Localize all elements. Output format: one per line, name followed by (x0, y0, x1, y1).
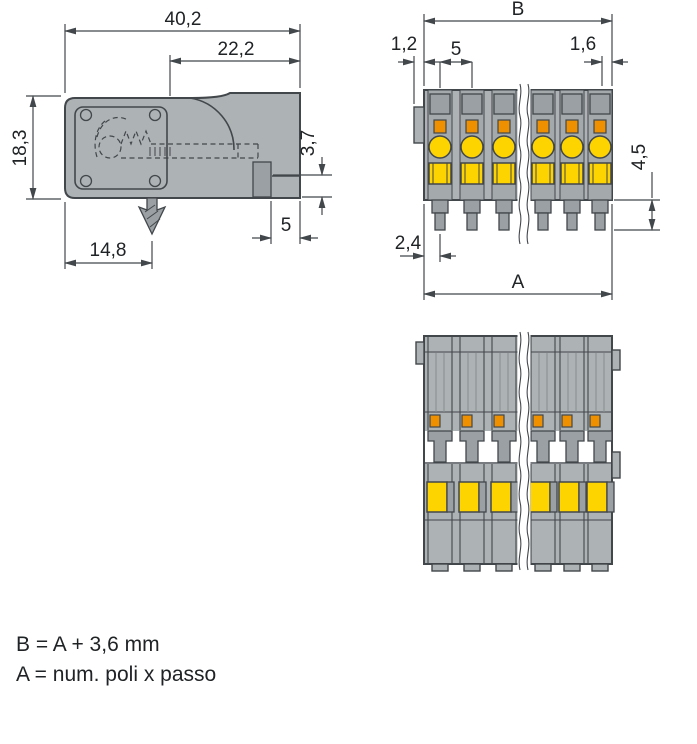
front-view: B 1,2 5 1,6 4,5 (391, 0, 660, 300)
housing-shoulder-curve (189, 97, 235, 151)
pole (459, 89, 485, 231)
dim-label: 14,8 (90, 240, 127, 261)
right-lug (611, 451, 621, 479)
screw-hole (148, 108, 162, 122)
dim-step-height: 3,7 (273, 130, 332, 215)
dim-label: 4,5 (629, 144, 650, 170)
dim-foot-offset: 14,8 (64, 202, 153, 269)
dim-left-margin: 1,2 (391, 34, 440, 104)
dim-pin-length: 4,5 (614, 144, 660, 231)
screw-hole (79, 108, 93, 122)
formula-b: B = A + 3,6 mm (16, 633, 160, 656)
screw-hole (148, 174, 162, 188)
dim-label: 3,7 (298, 130, 319, 156)
side-housing-body (64, 92, 301, 199)
break-line (518, 331, 522, 571)
plan-view (415, 331, 621, 573)
dim-label: B (512, 0, 525, 20)
left-lug (415, 341, 425, 365)
legend: B = A + 3,6 mm A = num. poli x passo (16, 630, 216, 690)
pole (587, 89, 613, 231)
pole (559, 89, 585, 231)
snap-in-foot (137, 197, 167, 236)
dim-label: 2,4 (395, 233, 422, 254)
dim-edge-offset: 5 (252, 201, 318, 244)
dim-label: 1,6 (570, 34, 596, 55)
dim-height: 18,3 (10, 95, 61, 200)
dim-right-margin: 1,6 (570, 34, 628, 86)
side-latch (413, 106, 425, 144)
pole (530, 89, 556, 231)
break-line (518, 83, 522, 245)
break-line (526, 331, 530, 571)
side-pin-tab (252, 161, 272, 198)
right-lug (611, 349, 621, 371)
break-line (526, 83, 530, 245)
dim-label: 22,2 (218, 39, 255, 60)
hidden-contact-lines (94, 116, 259, 159)
dim-label: 18,3 (10, 130, 31, 167)
side-view: 40,2 22,2 18,3 3,7 5 (10, 9, 332, 269)
dim-label: 5 (281, 215, 292, 236)
formula-a: A = num. poli x passo (16, 663, 217, 686)
dim-label: 5 (451, 39, 462, 60)
dim-upper-width: 22,2 (169, 39, 301, 96)
dim-total-width: 40,2 (64, 9, 301, 93)
dim-label: 40,2 (165, 9, 202, 30)
pole (491, 89, 517, 231)
dim-pitch: 5 (439, 39, 473, 88)
dim-label: 1,2 (391, 34, 417, 55)
housing-inner-frame (74, 106, 168, 190)
pole (427, 89, 453, 231)
dim-overall-width-b: B (423, 0, 613, 86)
screw-hole (79, 174, 93, 188)
dim-label: A (512, 272, 525, 293)
dim-first-pole-offset: 2,4 (395, 204, 456, 300)
dim-overall-length-a: A (423, 204, 613, 300)
